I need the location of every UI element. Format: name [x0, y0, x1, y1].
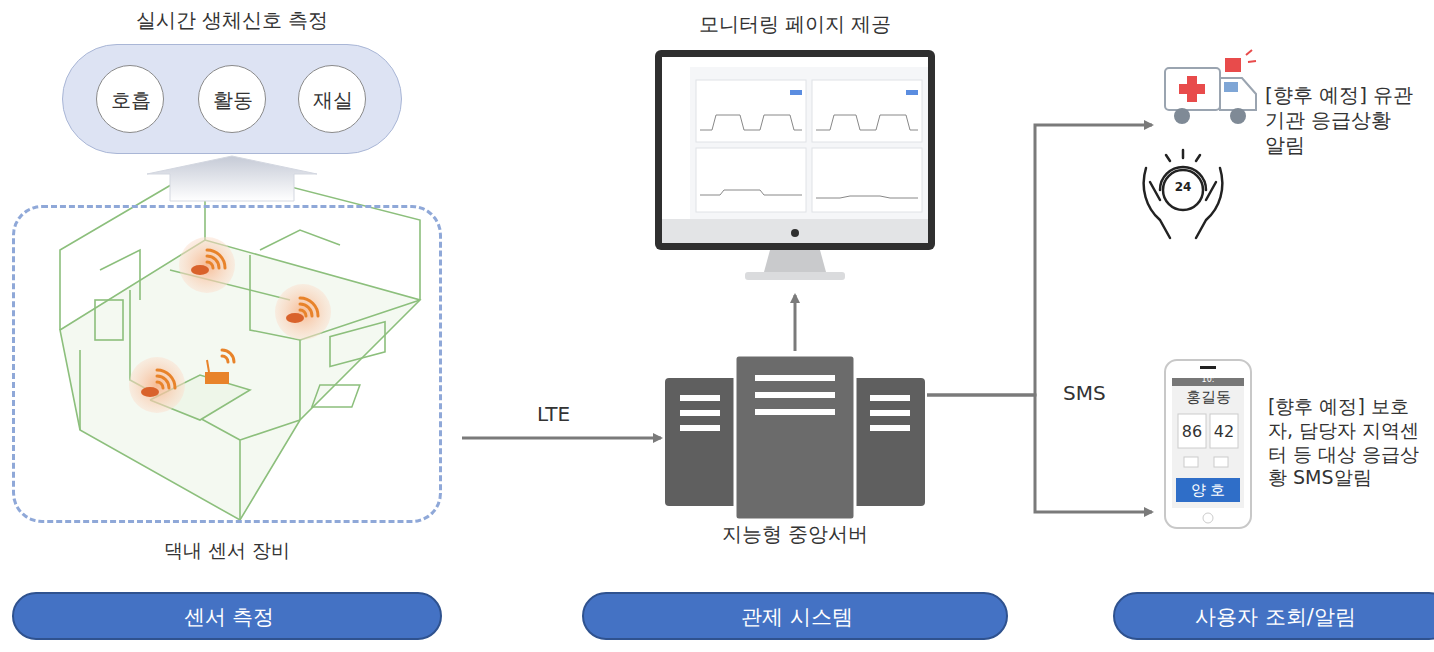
signal-circle: 활동 — [198, 65, 266, 133]
phone-illustration — [1165, 360, 1251, 528]
phone-status: 양 호 — [1176, 481, 1240, 500]
connector — [927, 125, 1152, 395]
phone-value: 86 — [1178, 422, 1206, 442]
connector — [794, 295, 797, 351]
icon-label: 24 — [1171, 180, 1195, 195]
node-text: 모니터링 페이지 제공 — [655, 12, 935, 37]
connector — [462, 437, 661, 440]
monitor-illustration — [655, 50, 935, 280]
phone-value: 42 — [1210, 422, 1238, 442]
signal-circle: 호흡 — [96, 65, 164, 133]
phone-clock: 10: — [1172, 375, 1244, 385]
stage-pill: 관제 시스템 — [582, 592, 1008, 640]
ambulance-icon — [1165, 50, 1256, 124]
house-illustration — [60, 165, 420, 520]
node-text: 지능형 중앙서버 — [665, 522, 925, 547]
node-text: 센서 측정 — [14, 594, 444, 640]
outline — [12, 205, 442, 523]
edge-label: LTE — [533, 402, 574, 426]
node-text: 활동 — [199, 66, 267, 134]
sensor-icons — [129, 237, 331, 413]
node-text: 관제 시스템 — [584, 594, 1010, 640]
stage-pill: 센서 측정 — [12, 592, 442, 640]
connector — [927, 395, 1152, 512]
node-text: [향후 예정] 보호자, 담당자 지역센터 등 대상 응급상황 SMS알림 — [1268, 395, 1430, 490]
measure-band: 실시간 생체신호 측정호흡 활동 재실 — [62, 8, 402, 154]
node-text: 실시간 생체신호 측정 — [62, 8, 402, 33]
node-text: 사용자 조회/알림 — [1115, 594, 1434, 640]
connector — [147, 156, 317, 201]
care-hands-icon — [1144, 150, 1223, 238]
phone-name: 홍길동 — [1172, 388, 1244, 407]
edge-label: SMS — [1059, 381, 1110, 405]
guardian-alert: 10: 홍길동 8642 양 호 [향후 예정] 보호자, 담당자 지역센터 등 대상 … — [1150, 355, 1434, 533]
agency-alert: [향후 예정] 유관기관 응급상황 알림 — [1150, 45, 1430, 170]
sensor-group: 댁내 센서 장비 — [12, 205, 442, 570]
server-illustration — [665, 355, 925, 520]
node-text: 호흡 — [97, 66, 165, 134]
node-text: 재실 — [299, 66, 367, 134]
monitor: 모니터링 페이지 제공 — [655, 12, 935, 287]
server: 지능형 중앙서버 — [665, 355, 925, 550]
signal-circle: 재실 — [298, 65, 366, 133]
node-text: [향후 예정] 유관기관 응급상황 알림 — [1265, 83, 1415, 158]
stage-pill: 사용자 조회/알림 — [1113, 592, 1434, 640]
node-text: 댁내 센서 장비 — [12, 539, 442, 563]
